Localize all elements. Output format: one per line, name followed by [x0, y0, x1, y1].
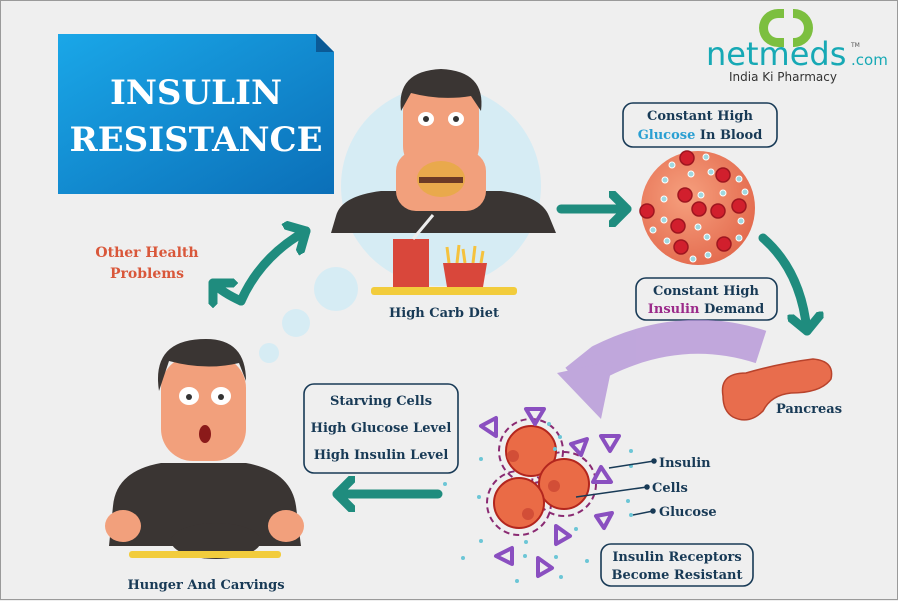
logo-plus-icon — [759, 9, 784, 47]
label-hunger: Hunger And Carvings — [127, 578, 284, 593]
receptors-resistant-box: Insulin Receptors Become Resistant — [600, 543, 754, 587]
svg-text:High Glucose Level: High Glucose Level — [311, 421, 452, 436]
logo-tm: TM — [850, 42, 860, 49]
double-arrow-icon — [208, 231, 311, 301]
arrow-curve-down-icon — [758, 233, 807, 336]
insulin-molecules — [479, 407, 621, 578]
netmeds-logo: netmeds .com TM India Ki Pharmacy — [706, 9, 888, 84]
svg-text:Insulin Demand: Insulin Demand — [648, 302, 764, 317]
other-health-line1: Other Health — [95, 245, 198, 261]
blood-vessel-circle — [639, 150, 755, 265]
insulin-demand-box: Constant High Insulin Demand — [635, 277, 778, 321]
logo-tagline: India Ki Pharmacy — [729, 70, 837, 84]
logo-brand: netmeds — [706, 35, 846, 73]
label-high-carb-diet: High Carb Diet — [389, 306, 499, 321]
title-line1: INSULIN — [110, 73, 282, 113]
svg-text:High Insulin Level: High Insulin Level — [314, 448, 449, 463]
svg-text:Become Resistant: Become Resistant — [612, 568, 743, 583]
logo-tld: .com — [851, 51, 888, 69]
svg-text:Constant High: Constant High — [653, 284, 760, 299]
svg-text:Insulin Receptors: Insulin Receptors — [612, 550, 741, 565]
fries-icon — [443, 263, 487, 287]
svg-text:Constant High: Constant High — [647, 109, 754, 124]
pancreas-icon — [721, 358, 833, 421]
svg-text:Glucose In Blood: Glucose In Blood — [638, 128, 763, 143]
legend-insulin: Insulin — [659, 456, 711, 471]
cells-cluster — [443, 407, 657, 583]
title-banner: INSULIN RESISTANCE — [58, 34, 334, 194]
thought-bubbles — [259, 267, 358, 363]
starving-cells-box: Starving Cells High Glucose Level High I… — [303, 383, 459, 474]
other-health-line2: Problems — [110, 266, 184, 282]
soda-cup-icon — [393, 239, 429, 287]
man-eating-burger — [331, 69, 556, 295]
glucose-in-blood-box: Constant High Glucose In Blood — [622, 102, 778, 148]
title-line2: RESISTANCE — [69, 120, 322, 160]
label-pancreas: Pancreas — [776, 402, 842, 417]
svg-text:Starving Cells: Starving Cells — [330, 394, 432, 409]
hungry-man — [105, 339, 304, 559]
legend-glucose: Glucose — [659, 505, 717, 520]
insulin-flow-arrow-icon — [557, 319, 767, 419]
legend-cells: Cells — [652, 481, 688, 496]
